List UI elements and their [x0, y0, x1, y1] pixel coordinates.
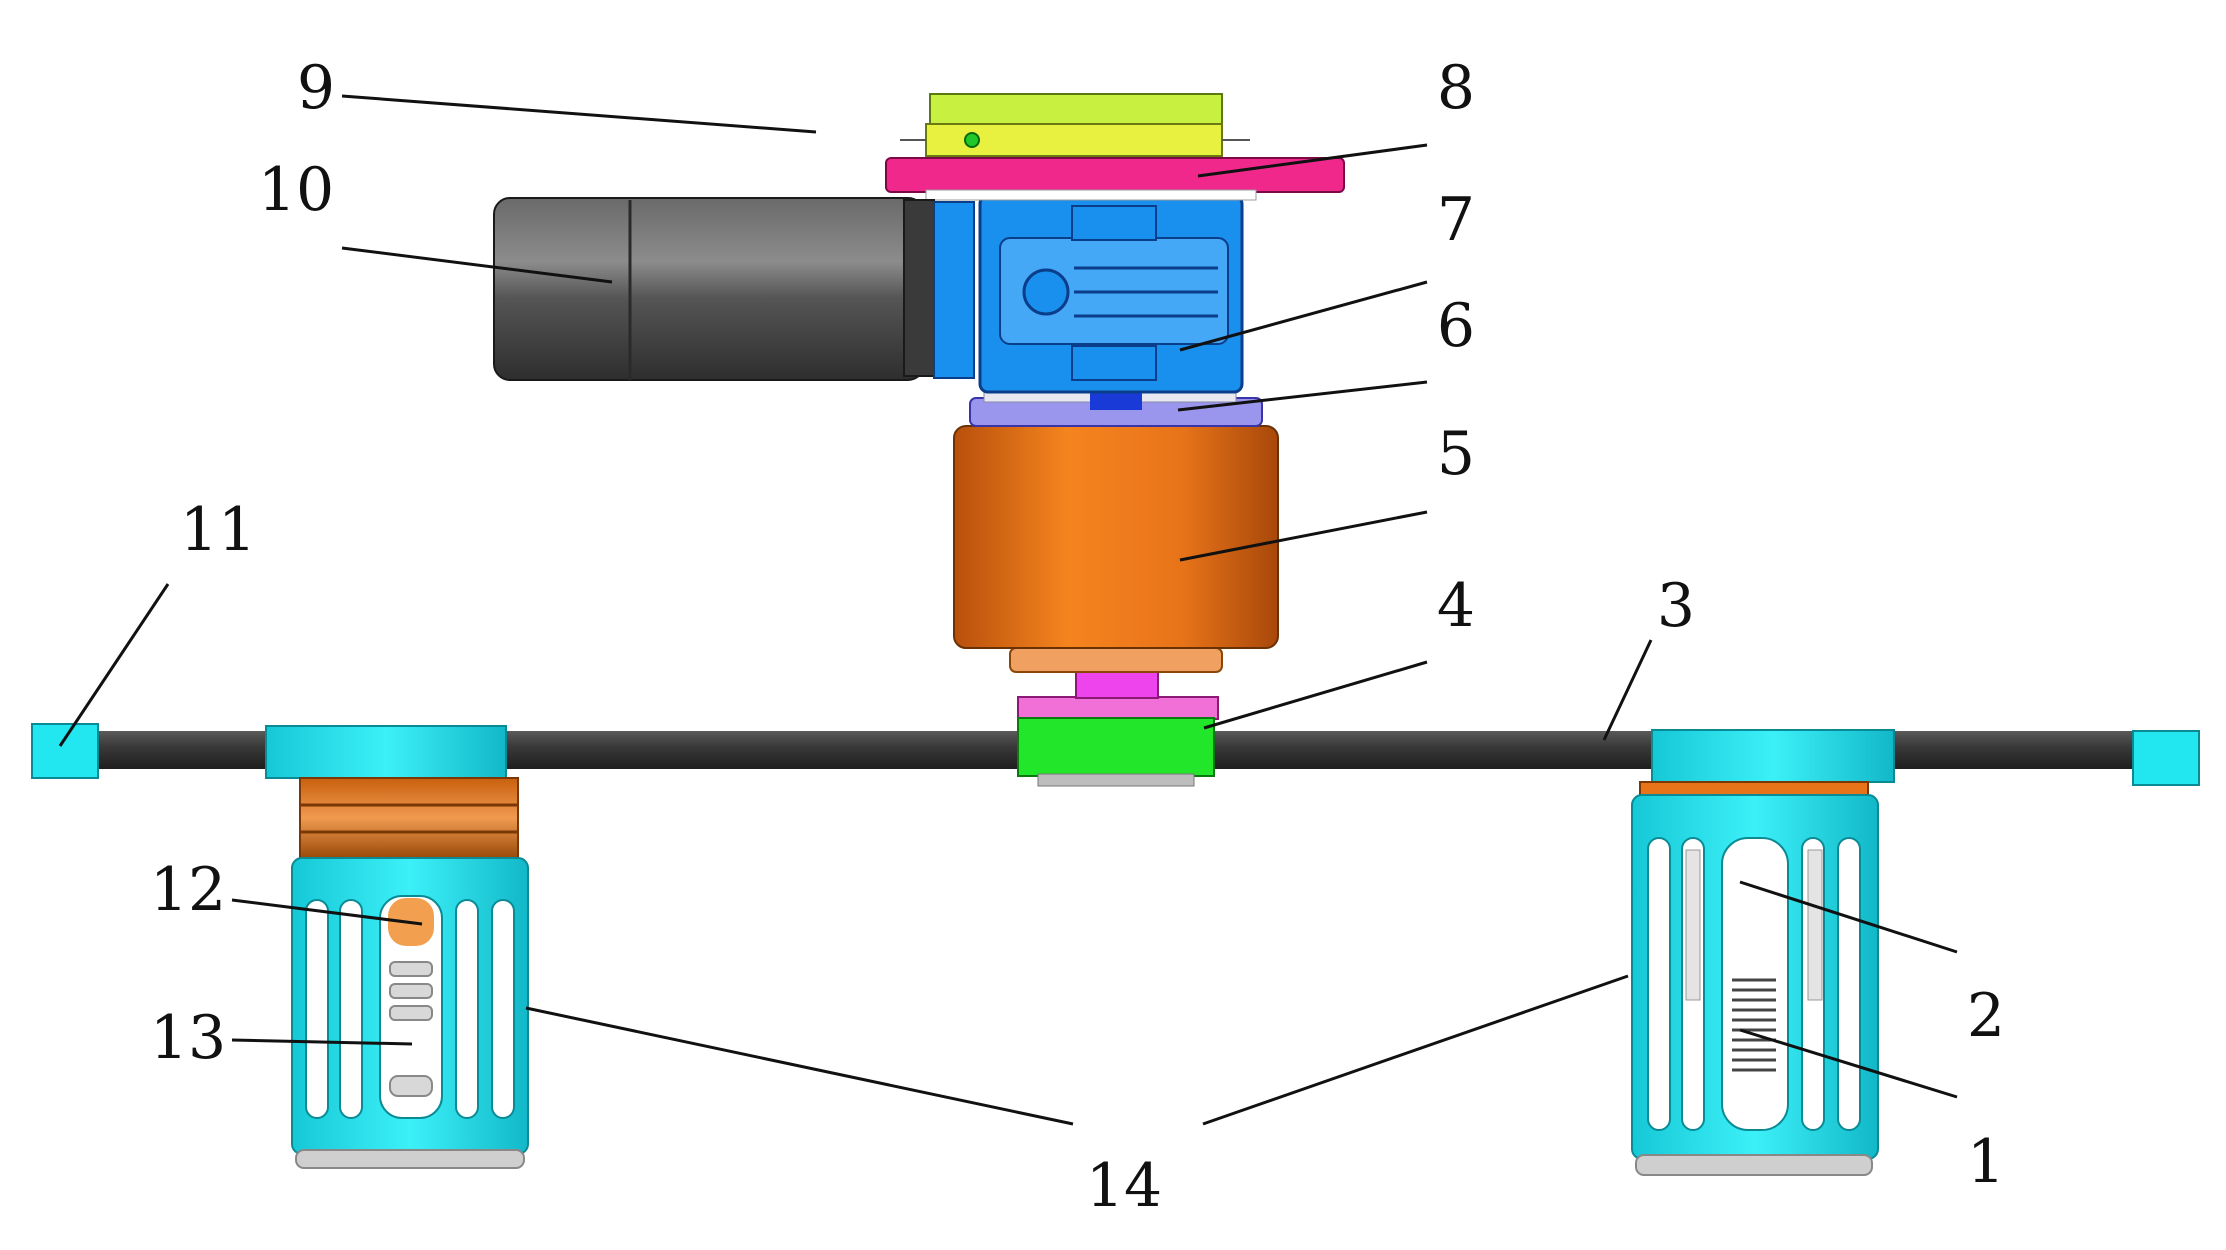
callout-1: 1 — [1967, 1127, 2005, 1197]
callout-8: 8 — [1437, 53, 1475, 123]
left-coil — [299, 777, 519, 859]
callout-3: 3 — [1657, 571, 1695, 641]
callout-12: 12 — [150, 855, 226, 925]
callout-2: 2 — [1967, 981, 2005, 1051]
gray-motor — [493, 197, 925, 381]
callout-14: 14 — [1086, 1151, 1162, 1221]
rod-end-cap-left — [31, 723, 99, 779]
right-sensor-element — [1732, 978, 1776, 1072]
rod-end-cap-right — [2132, 730, 2200, 786]
callout-9: 9 — [297, 53, 335, 123]
left-inner-component — [389, 961, 433, 1097]
copper-cylinder — [953, 425, 1279, 649]
green-coupling-block — [1017, 717, 1215, 777]
yellow-top-unit — [929, 93, 1223, 127]
callout-4: 4 — [1437, 571, 1475, 641]
callout-5: 5 — [1437, 419, 1475, 489]
callout-13: 13 — [150, 1003, 226, 1073]
right-cage-assembly — [1631, 729, 1895, 1176]
callout-10: 10 — [258, 155, 334, 225]
leader-lines — [58, 94, 1958, 1126]
callout-11: 11 — [180, 495, 256, 565]
callout-7: 7 — [1437, 185, 1475, 255]
left-cage-assembly — [265, 725, 529, 1169]
callout-6: 6 — [1437, 291, 1475, 361]
central-stack — [493, 93, 1345, 787]
pink-plate — [885, 157, 1345, 193]
